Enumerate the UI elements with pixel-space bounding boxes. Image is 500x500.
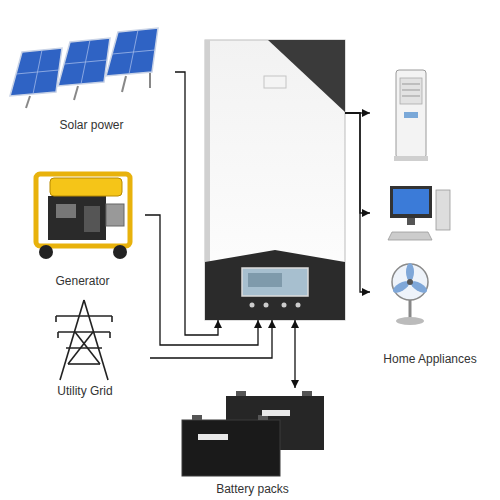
fan-icon	[391, 263, 429, 325]
inverter-unit	[205, 40, 345, 320]
pylon-icon	[109, 332, 111, 338]
solar-panel-icon	[58, 38, 110, 86]
node-label: Solar power	[57, 118, 125, 132]
connector-arrow	[294, 320, 295, 388]
solar-panel-icon	[122, 76, 126, 92]
computer-icon	[436, 190, 450, 230]
connector-arrow	[345, 113, 370, 292]
inverter-unit	[250, 303, 255, 308]
air-conditioner-icon	[402, 84, 420, 85]
air-conditioner-icon	[402, 96, 420, 97]
fan-icon	[407, 279, 413, 285]
generator-icon	[48, 196, 106, 240]
pylon-icon	[58, 331, 110, 333]
fan-icon	[406, 263, 414, 281]
fan-icon	[396, 317, 424, 325]
air-conditioner-icon	[402, 90, 420, 91]
inverter-node	[205, 40, 345, 320]
generator-icon	[36, 174, 130, 259]
connector-arrow	[150, 320, 272, 358]
generator-icon	[84, 206, 100, 232]
connector-arrow	[175, 72, 218, 335]
battery-icon	[182, 420, 280, 476]
computer-icon	[393, 189, 429, 214]
solar-panel-icon	[112, 50, 155, 54]
inverter-unit	[282, 303, 287, 308]
inverter-unit	[264, 303, 269, 308]
air-conditioner-icon	[396, 70, 426, 158]
generator-icon	[106, 204, 124, 226]
solar-panel-icon	[10, 28, 158, 108]
pylon-icon	[55, 316, 57, 322]
fan-icon	[392, 264, 428, 300]
pylon-icon	[75, 332, 100, 364]
computer-icon	[390, 186, 432, 218]
solar-panel-icon	[10, 48, 62, 96]
air-conditioner-icon	[400, 78, 422, 104]
air-conditioner-icon	[404, 112, 418, 118]
battery-icon	[236, 391, 246, 396]
solar-panel-icon	[74, 86, 78, 100]
pylon-icon	[111, 316, 113, 322]
inverter-unit	[264, 76, 286, 88]
pylon-icon	[56, 300, 112, 380]
battery-icon	[198, 434, 228, 440]
battery-icon	[182, 391, 324, 476]
source-node: Generator	[20, 160, 145, 288]
node-label: Home Appliances	[381, 352, 478, 366]
solar-panel-icon	[149, 72, 151, 88]
inverter-unit	[296, 303, 301, 308]
computer-icon	[388, 232, 432, 240]
generator-icon	[50, 178, 122, 196]
generator-icon	[56, 204, 76, 218]
pylon-icon	[57, 332, 59, 338]
connector-arrow	[145, 215, 258, 345]
air-conditioner-icon	[394, 70, 428, 161]
solar-panel-icon	[64, 60, 107, 64]
fan-icon	[409, 300, 412, 318]
source-node: Utility Grid	[20, 292, 150, 398]
air-conditioner-icon	[394, 156, 428, 161]
computer-icon	[407, 218, 415, 225]
connector-arrow	[345, 113, 370, 213]
pylon-icon	[68, 363, 100, 365]
solar-panel-icon	[26, 96, 30, 108]
battery-icon	[262, 410, 290, 416]
generator-icon	[39, 245, 53, 259]
inverter-unit	[242, 268, 308, 296]
battery-icon	[302, 391, 312, 396]
node-label: Generator	[53, 274, 111, 288]
inverter-unit	[205, 250, 345, 320]
inverter-unit	[248, 273, 282, 287]
solar-panel-icon	[16, 70, 59, 74]
pylon-icon	[68, 332, 93, 364]
generator-icon	[36, 174, 130, 246]
source-node: Solar power	[8, 20, 175, 132]
solar-panel-icon	[106, 28, 158, 76]
generator-icon	[113, 245, 127, 259]
pylon-icon	[66, 347, 102, 349]
computer-icon	[388, 186, 450, 240]
battery-node: Battery packs	[170, 388, 335, 496]
battery-icon	[192, 415, 202, 420]
node-label: Battery packs	[214, 482, 291, 496]
pylon-icon	[56, 315, 112, 317]
inverter-unit	[205, 40, 345, 320]
node-label: Utility Grid	[55, 384, 114, 398]
load-node: Home Appliances	[370, 60, 490, 366]
